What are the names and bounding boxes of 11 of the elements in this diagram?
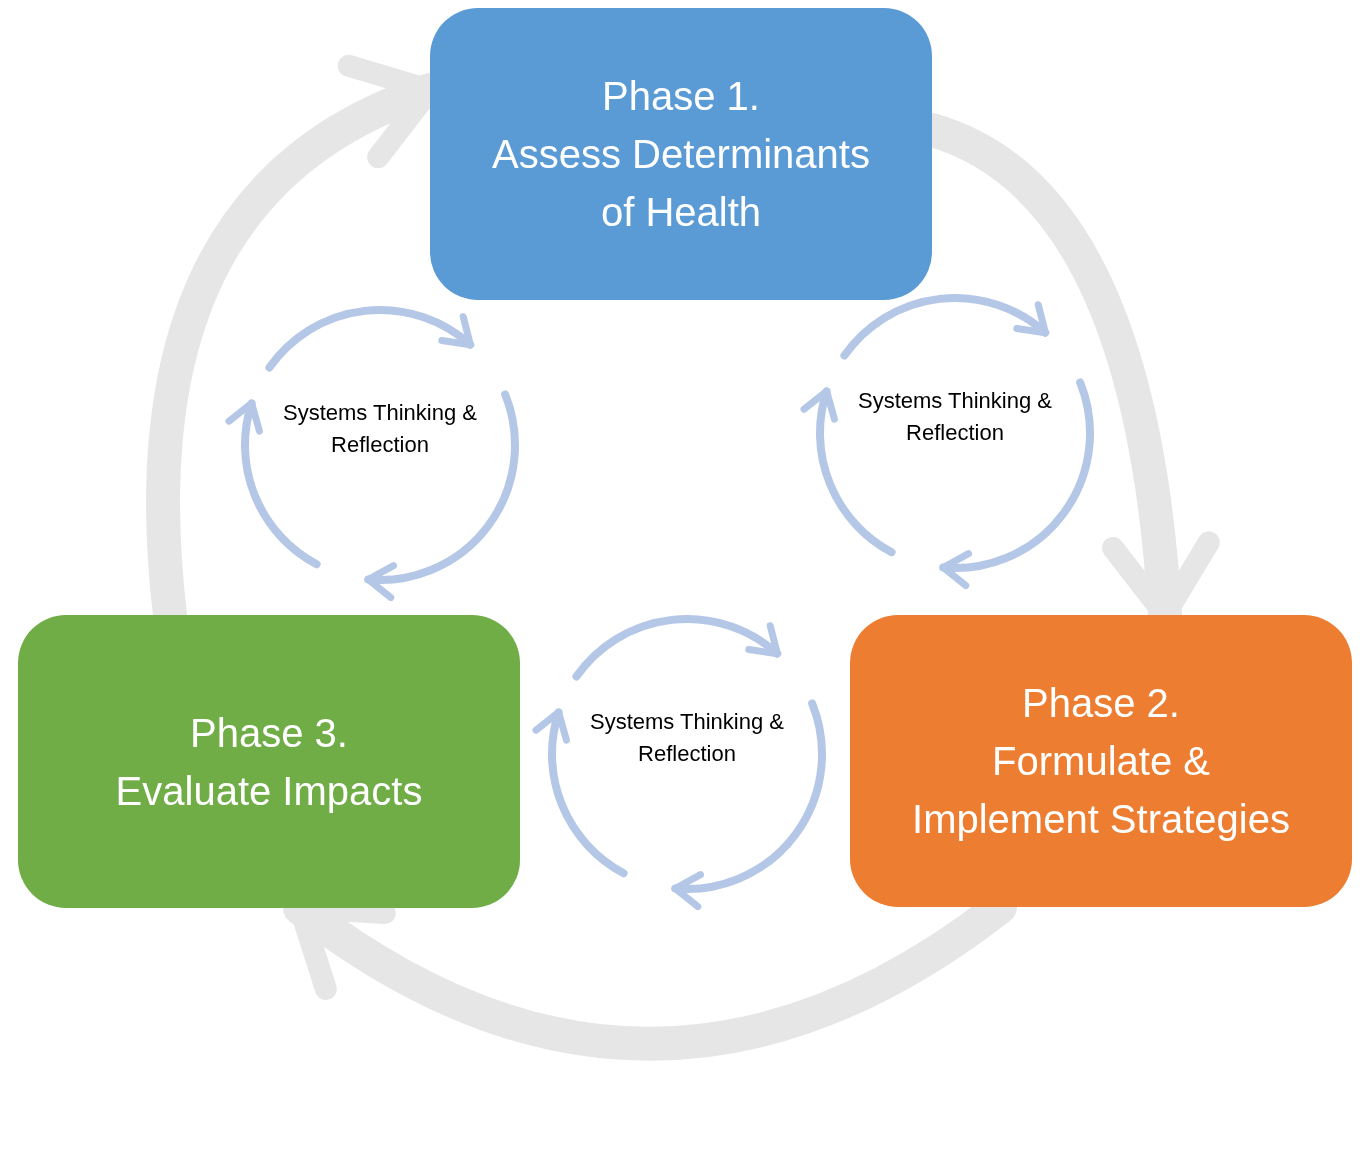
phase-title: Phase 2.	[1022, 680, 1180, 727]
phase-title: Phase 1.	[602, 73, 760, 120]
phase-box	[850, 615, 1352, 907]
phase-box	[430, 8, 932, 300]
phase-title: Phase 3.	[190, 709, 348, 757]
reflection-label: Systems Thinking & Reflection	[845, 385, 1065, 449]
phase-description: Formulate & Implement Strategies	[911, 738, 1291, 843]
phase-description: Assess Determinants of Health	[491, 131, 871, 236]
phase-description: Evaluate Impacts	[115, 767, 423, 815]
phase-box	[18, 615, 520, 908]
reflection-label: Systems Thinking & Reflection	[577, 706, 797, 770]
